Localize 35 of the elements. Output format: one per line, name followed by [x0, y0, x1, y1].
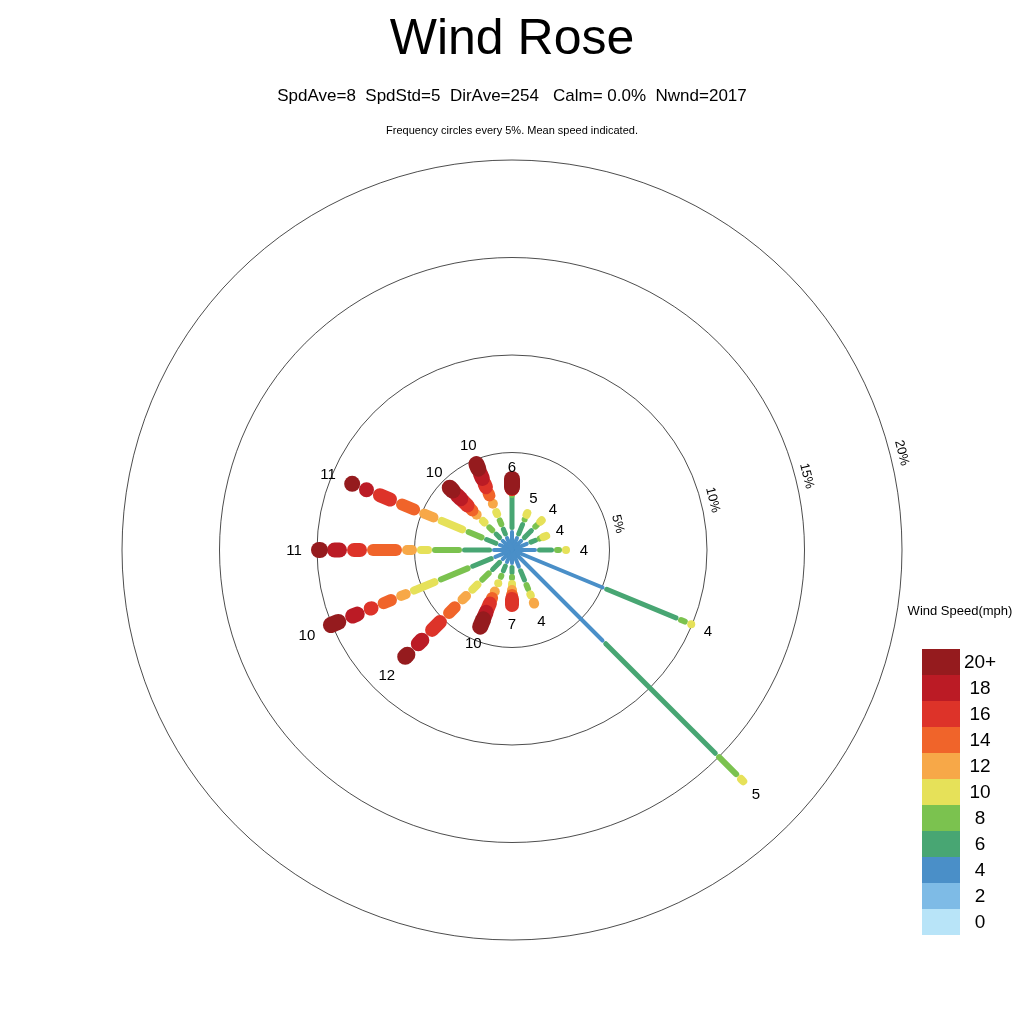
mean-speed-label: 4 [537, 612, 546, 630]
frequency-circle-label: 15% [797, 461, 818, 491]
legend-label: 0 [974, 911, 986, 933]
mean-speed-label: 10 [465, 635, 482, 652]
mean-speed-label: 5 [529, 490, 538, 507]
mean-speed-label: 5 [751, 785, 761, 803]
legend-title: Wind Speed(mph) [907, 603, 1013, 619]
frequency-circle-label: 5% [609, 512, 628, 535]
mean-speed-label: 10 [460, 436, 477, 453]
legend-label: 6 [974, 833, 986, 855]
mean-speed-label: 11 [320, 465, 336, 483]
mean-speed-label: 4 [579, 541, 589, 559]
frequency-circle-label: 10% [702, 485, 723, 515]
legend-label: 18 [969, 677, 991, 699]
legend-label: 20+ [963, 651, 997, 673]
mean-speed-label: 4 [548, 500, 558, 518]
legend-label: 12 [969, 755, 991, 777]
legend-label: 14 [969, 729, 991, 751]
frequency-circle-label: 20% [891, 438, 913, 468]
mean-speed-label: 4 [703, 622, 713, 640]
mean-speed-label: 10 [425, 463, 443, 481]
chart-note: Frequency circles every 5%. Mean speed indicated. [386, 123, 638, 137]
legend-label: 4 [974, 859, 986, 881]
legend-label: 10 [969, 781, 991, 803]
mean-speed-label: 4 [555, 521, 565, 539]
mean-speed-label: 10 [298, 626, 316, 644]
mean-speed-label: 6 [507, 458, 517, 476]
legend-label: 16 [969, 703, 991, 725]
mean-speed-label: 11 [286, 541, 302, 559]
legend-label: 2 [974, 885, 986, 907]
chart-title: Wind Rose [389, 10, 635, 65]
mean-speed-label: 12 [378, 666, 396, 684]
mean-speed-label: 7 [507, 615, 517, 633]
statistics-line: SpdAve=8 SpdStd=5 DirAve=254 Calm= 0.0% Nwnd=2017 [277, 86, 747, 106]
legend-label: 8 [974, 807, 986, 829]
